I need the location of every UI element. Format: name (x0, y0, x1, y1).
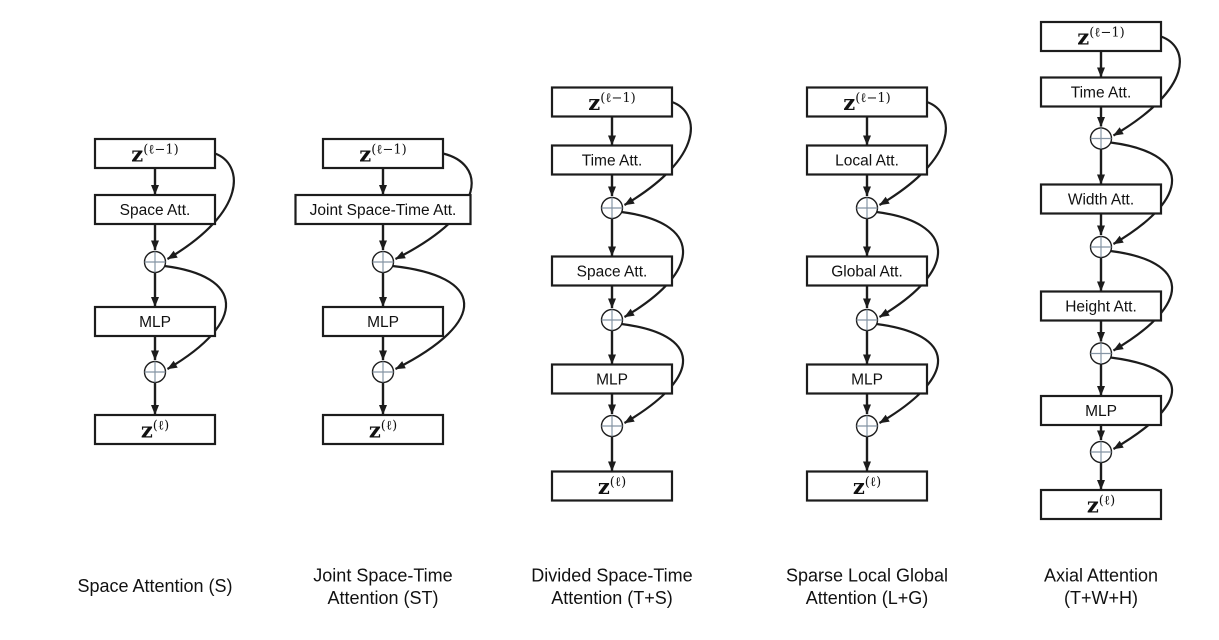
tensor-box (321, 413, 445, 446)
residual-add-icon (1089, 440, 1113, 464)
residual-skip-arrow (1110, 356, 1174, 450)
tensor-label: z(ℓ) (853, 474, 881, 499)
tensor-label: z(ℓ) (141, 418, 169, 443)
column-caption-line: (T+W+H) (1064, 588, 1138, 608)
residual-skip-arrow (878, 100, 947, 206)
layer-label: Time Att. (582, 153, 643, 170)
layer-label: Height Att. (1065, 299, 1137, 316)
tensor-label: z(ℓ) (1087, 493, 1115, 518)
column-caption-line: Sparse Local Global (786, 566, 948, 586)
column-caption-line: Axial Attention (1044, 566, 1158, 586)
diagram-column: z(ℓ−1) Space Att. MLP z(ℓ) Space Attention (… (77, 137, 235, 596)
tensor-box (550, 470, 674, 502)
tensor-box (1039, 488, 1163, 521)
layer-label: Space Att. (577, 264, 648, 281)
residual-add-icon (1089, 235, 1113, 259)
tensor-label: z(ℓ−1) (588, 90, 635, 115)
residual-skip-arrow (621, 210, 685, 318)
tensor-label: z(ℓ) (369, 418, 397, 443)
layer-box (550, 363, 674, 395)
tensor-box (93, 137, 217, 170)
layer-box (321, 305, 445, 338)
layer-label: MLP (367, 314, 399, 331)
layer-box (1039, 290, 1163, 322)
column-caption-line: Attention (L+G) (806, 588, 929, 608)
layer-label: Joint Space-Time Att. (310, 202, 457, 219)
residual-add-icon (143, 360, 167, 384)
tensor-box (321, 137, 445, 170)
tensor-box (805, 470, 929, 502)
column-caption-line: Divided Space-Time (531, 566, 692, 586)
layer-label: Time Att. (1071, 85, 1132, 102)
residual-add-icon (1089, 342, 1113, 365)
residual-skip-arrow (164, 264, 228, 370)
residual-skip-arrow (392, 264, 466, 370)
residual-skip-arrow (623, 100, 692, 206)
layer-box (550, 255, 674, 287)
diagram-column: z(ℓ−1) Time Att. Space Att. MLP z(ℓ) Divided … (531, 86, 693, 608)
layer-box (550, 144, 674, 176)
residual-add-icon (600, 308, 624, 332)
tensor-box (93, 413, 217, 446)
residual-skip-arrow (166, 152, 235, 260)
layer-label: Local Att. (835, 153, 899, 170)
tensor-box (1039, 20, 1163, 53)
residual-add-icon (855, 196, 879, 220)
tensor-label: z(ℓ−1) (843, 90, 890, 115)
layer-box (805, 255, 929, 287)
column-caption-line: Attention (T+S) (551, 588, 673, 608)
layer-box (93, 193, 217, 226)
residual-add-icon (600, 196, 624, 220)
tensor-label: z(ℓ) (598, 474, 626, 499)
layer-box (805, 363, 929, 395)
diagram-column: z(ℓ−1) Local Att. Global Att. MLP z(ℓ) Sparse… (786, 86, 948, 608)
layer-box (1039, 183, 1163, 215)
residual-add-icon (371, 250, 395, 274)
layer-label: MLP (139, 314, 171, 331)
tensor-box (550, 86, 674, 118)
layer-label: MLP (851, 372, 883, 389)
residual-skip-arrow (876, 210, 940, 318)
diagram-column: z(ℓ−1) Time Att. Width Att. Height Att. MLP z… (1039, 20, 1181, 608)
residual-skip-arrow (621, 322, 685, 424)
layer-box (805, 144, 929, 176)
layer-label: Space Att. (120, 202, 191, 219)
diagram-column: z(ℓ−1) Joint Space-Time Att. MLP z(ℓ) Joint … (294, 137, 473, 608)
residual-skip-arrow (395, 152, 473, 260)
tensor-label: z(ℓ−1) (359, 142, 406, 167)
residual-add-icon (855, 414, 879, 438)
column-caption-line: Space Attention (S) (77, 576, 232, 596)
residual-add-icon (855, 308, 879, 332)
layer-label: Width Att. (1068, 192, 1134, 209)
residual-add-icon (143, 250, 167, 274)
column-caption-line: Attention (ST) (327, 588, 438, 608)
residual-skip-arrow (1110, 141, 1174, 245)
layer-box (294, 193, 472, 226)
tensor-label: z(ℓ−1) (131, 142, 178, 167)
layer-label: MLP (1085, 403, 1117, 420)
residual-skip-arrow (1110, 249, 1174, 352)
column-caption-line: Joint Space-Time (313, 566, 452, 586)
residual-add-icon (600, 414, 624, 438)
layer-box (1039, 76, 1163, 108)
layer-box (93, 305, 217, 338)
residual-add-icon (1089, 127, 1113, 150)
layer-label: Global Att. (831, 264, 903, 281)
residual-add-icon (371, 360, 395, 384)
layer-box (1039, 394, 1163, 427)
residual-skip-arrow (1112, 35, 1181, 137)
layer-label: MLP (596, 372, 628, 389)
tensor-label: z(ℓ−1) (1077, 25, 1124, 50)
tensor-box (805, 86, 929, 118)
residual-skip-arrow (876, 322, 940, 424)
